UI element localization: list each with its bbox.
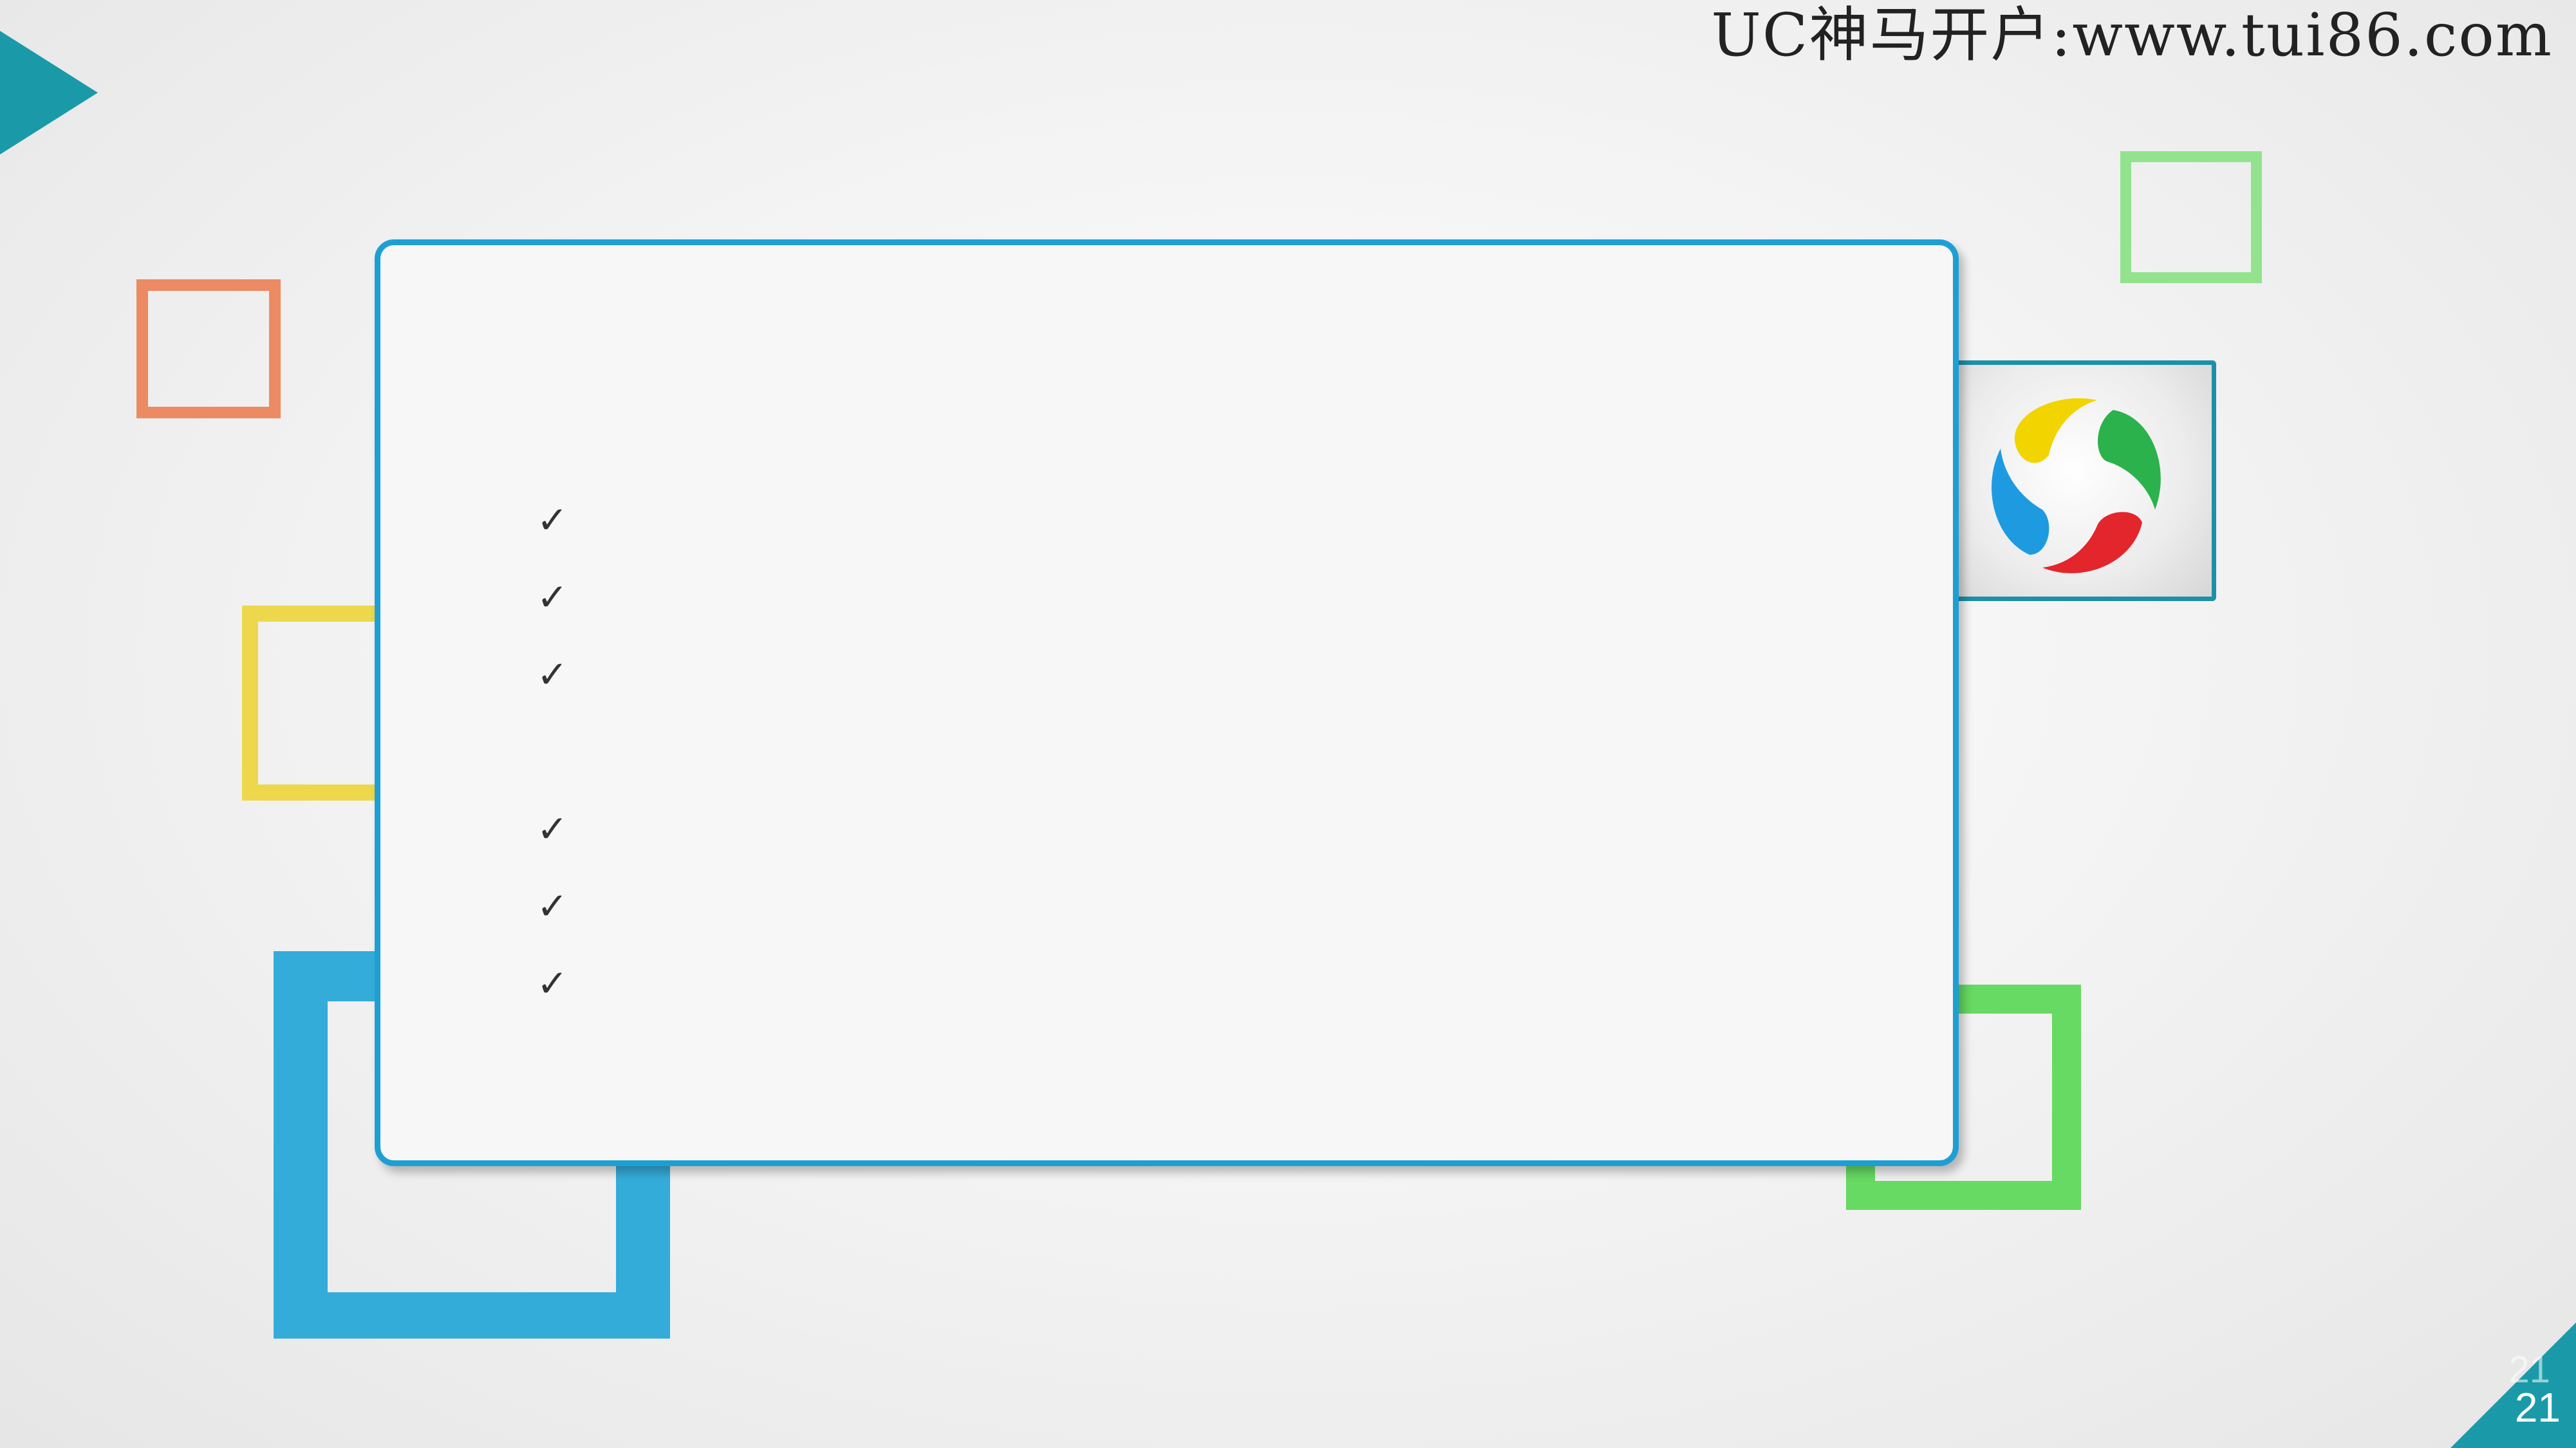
checkmark-icon: ✓ (536, 961, 568, 1005)
app-logo-box (1931, 360, 2216, 601)
decorative-frame-light-green (2120, 151, 2262, 283)
checkmark-icon: ✓ (536, 653, 568, 696)
checkmark-icon: ✓ (536, 575, 568, 619)
content-card (375, 239, 1959, 1166)
page-number-shadow: 21 (2508, 1349, 2550, 1391)
checkmark-icon: ✓ (536, 884, 568, 928)
corner-triangle-top-left (0, 31, 98, 154)
corner-triangle-bottom-right (2450, 1323, 2576, 1448)
header-watermark-text: UC神马开户:www.tui86.com (1711, 1, 2553, 70)
checkmark-icon: ✓ (536, 807, 568, 851)
decorative-frame-orange (136, 279, 281, 418)
checkmark-icon: ✓ (536, 498, 568, 542)
page-number: 21 (2514, 1384, 2561, 1431)
pinwheel-logo-icon (1992, 398, 2161, 573)
